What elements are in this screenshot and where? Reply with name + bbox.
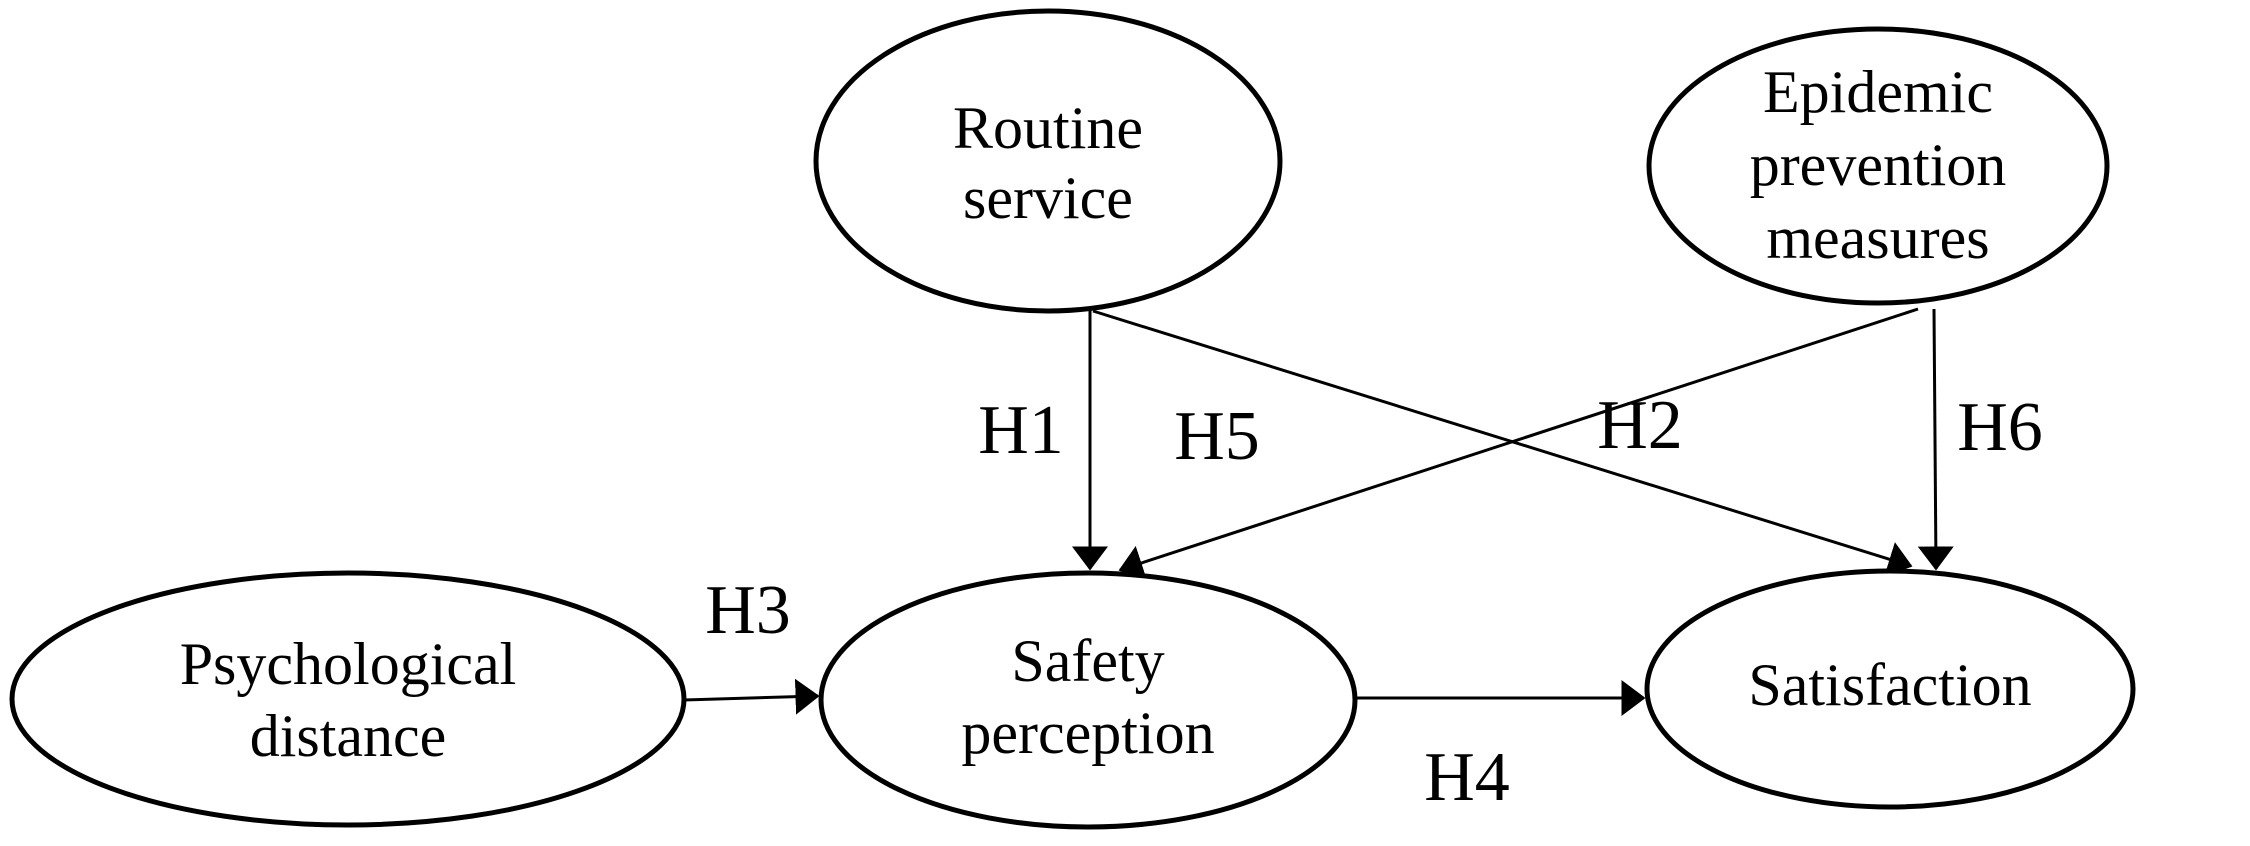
routine-service-node	[813, 8, 1283, 314]
safety-label-line-2: perception	[961, 700, 1214, 766]
epidemic-label-line-2: prevention	[1750, 132, 2007, 198]
h5-label: H5	[1174, 398, 1260, 475]
h3-label: H3	[705, 572, 791, 649]
psychological-label-line-2: distance	[250, 703, 447, 769]
safety-perception-node	[818, 570, 1358, 830]
psychological-distance-node	[9, 570, 687, 828]
epidemic-label-line-1: Epidemic	[1763, 59, 1993, 125]
h3-arrow	[683, 678, 820, 715]
h6-label: H6	[1957, 389, 2043, 466]
satisfaction-node	[1644, 568, 2136, 810]
h6-arrow	[1917, 308, 1954, 571]
psychological-label-line-1: Psychological	[180, 631, 517, 697]
routine-service-label-line-2: service	[963, 165, 1133, 231]
epidemic-label-line-3: measures	[1766, 205, 1989, 271]
h4-label: H4	[1424, 739, 1510, 816]
h2-label: H2	[1597, 387, 1683, 464]
h1-label: H1	[978, 392, 1064, 469]
satisfaction-label-line-1: Satisfaction	[1748, 652, 2031, 718]
routine-service-label-line-1: Routine	[953, 95, 1143, 161]
h2-arrow	[1118, 307, 1919, 581]
epidemic-prevention-measures-node	[1646, 26, 2110, 306]
safety-label-line-1: Safety	[1011, 628, 1164, 694]
h5-arrow	[1092, 309, 1913, 577]
